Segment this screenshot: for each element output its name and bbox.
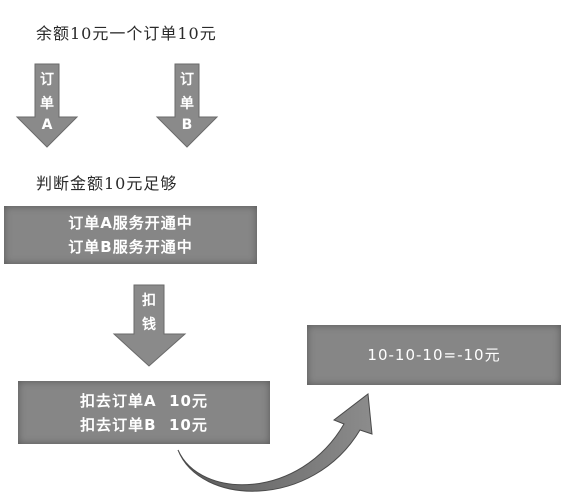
- result-text: 10-10-10=-10元: [367, 346, 501, 364]
- order-b-arrow-char: 订: [180, 72, 194, 88]
- deduct-line: 扣去订单A 10元: [80, 391, 208, 410]
- service-activation-box: 订单A服务开通中 订单B服务开通中: [4, 206, 257, 264]
- order-a-arrow-char: 订: [40, 72, 54, 88]
- deduct-line: 扣去订单B 10元: [80, 415, 208, 434]
- service-line: 订单B服务开通中: [68, 238, 193, 256]
- down-arrow-icon: [155, 63, 219, 148]
- deduct-arrow: 扣 钱: [112, 284, 188, 368]
- judgement-text: 判断金额10元足够: [36, 174, 178, 193]
- order-a-arrow-char: 单: [40, 96, 54, 112]
- deduct-box: 扣去订单A 10元 扣去订单B 10元: [18, 381, 270, 444]
- down-arrow-icon: [112, 284, 187, 367]
- order-b-arrow-char: B: [181, 117, 193, 133]
- result-box: 10-10-10=-10元: [307, 325, 561, 385]
- order-a-arrow-char: A: [41, 117, 53, 133]
- order-b-arrow: 订 单 B: [154, 63, 220, 149]
- down-arrow-icon: [15, 63, 79, 148]
- deduct-arrow-char: 扣: [142, 293, 156, 309]
- order-a-arrow: 订 单 A: [14, 63, 80, 149]
- order-b-arrow-char: 单: [180, 96, 194, 112]
- curved-arrow-shape: [177, 393, 373, 492]
- balance-description: 余额10元一个订单10元: [36, 24, 217, 43]
- deduct-arrow-char: 钱: [142, 317, 156, 333]
- service-line: 订单A服务开通中: [68, 214, 193, 232]
